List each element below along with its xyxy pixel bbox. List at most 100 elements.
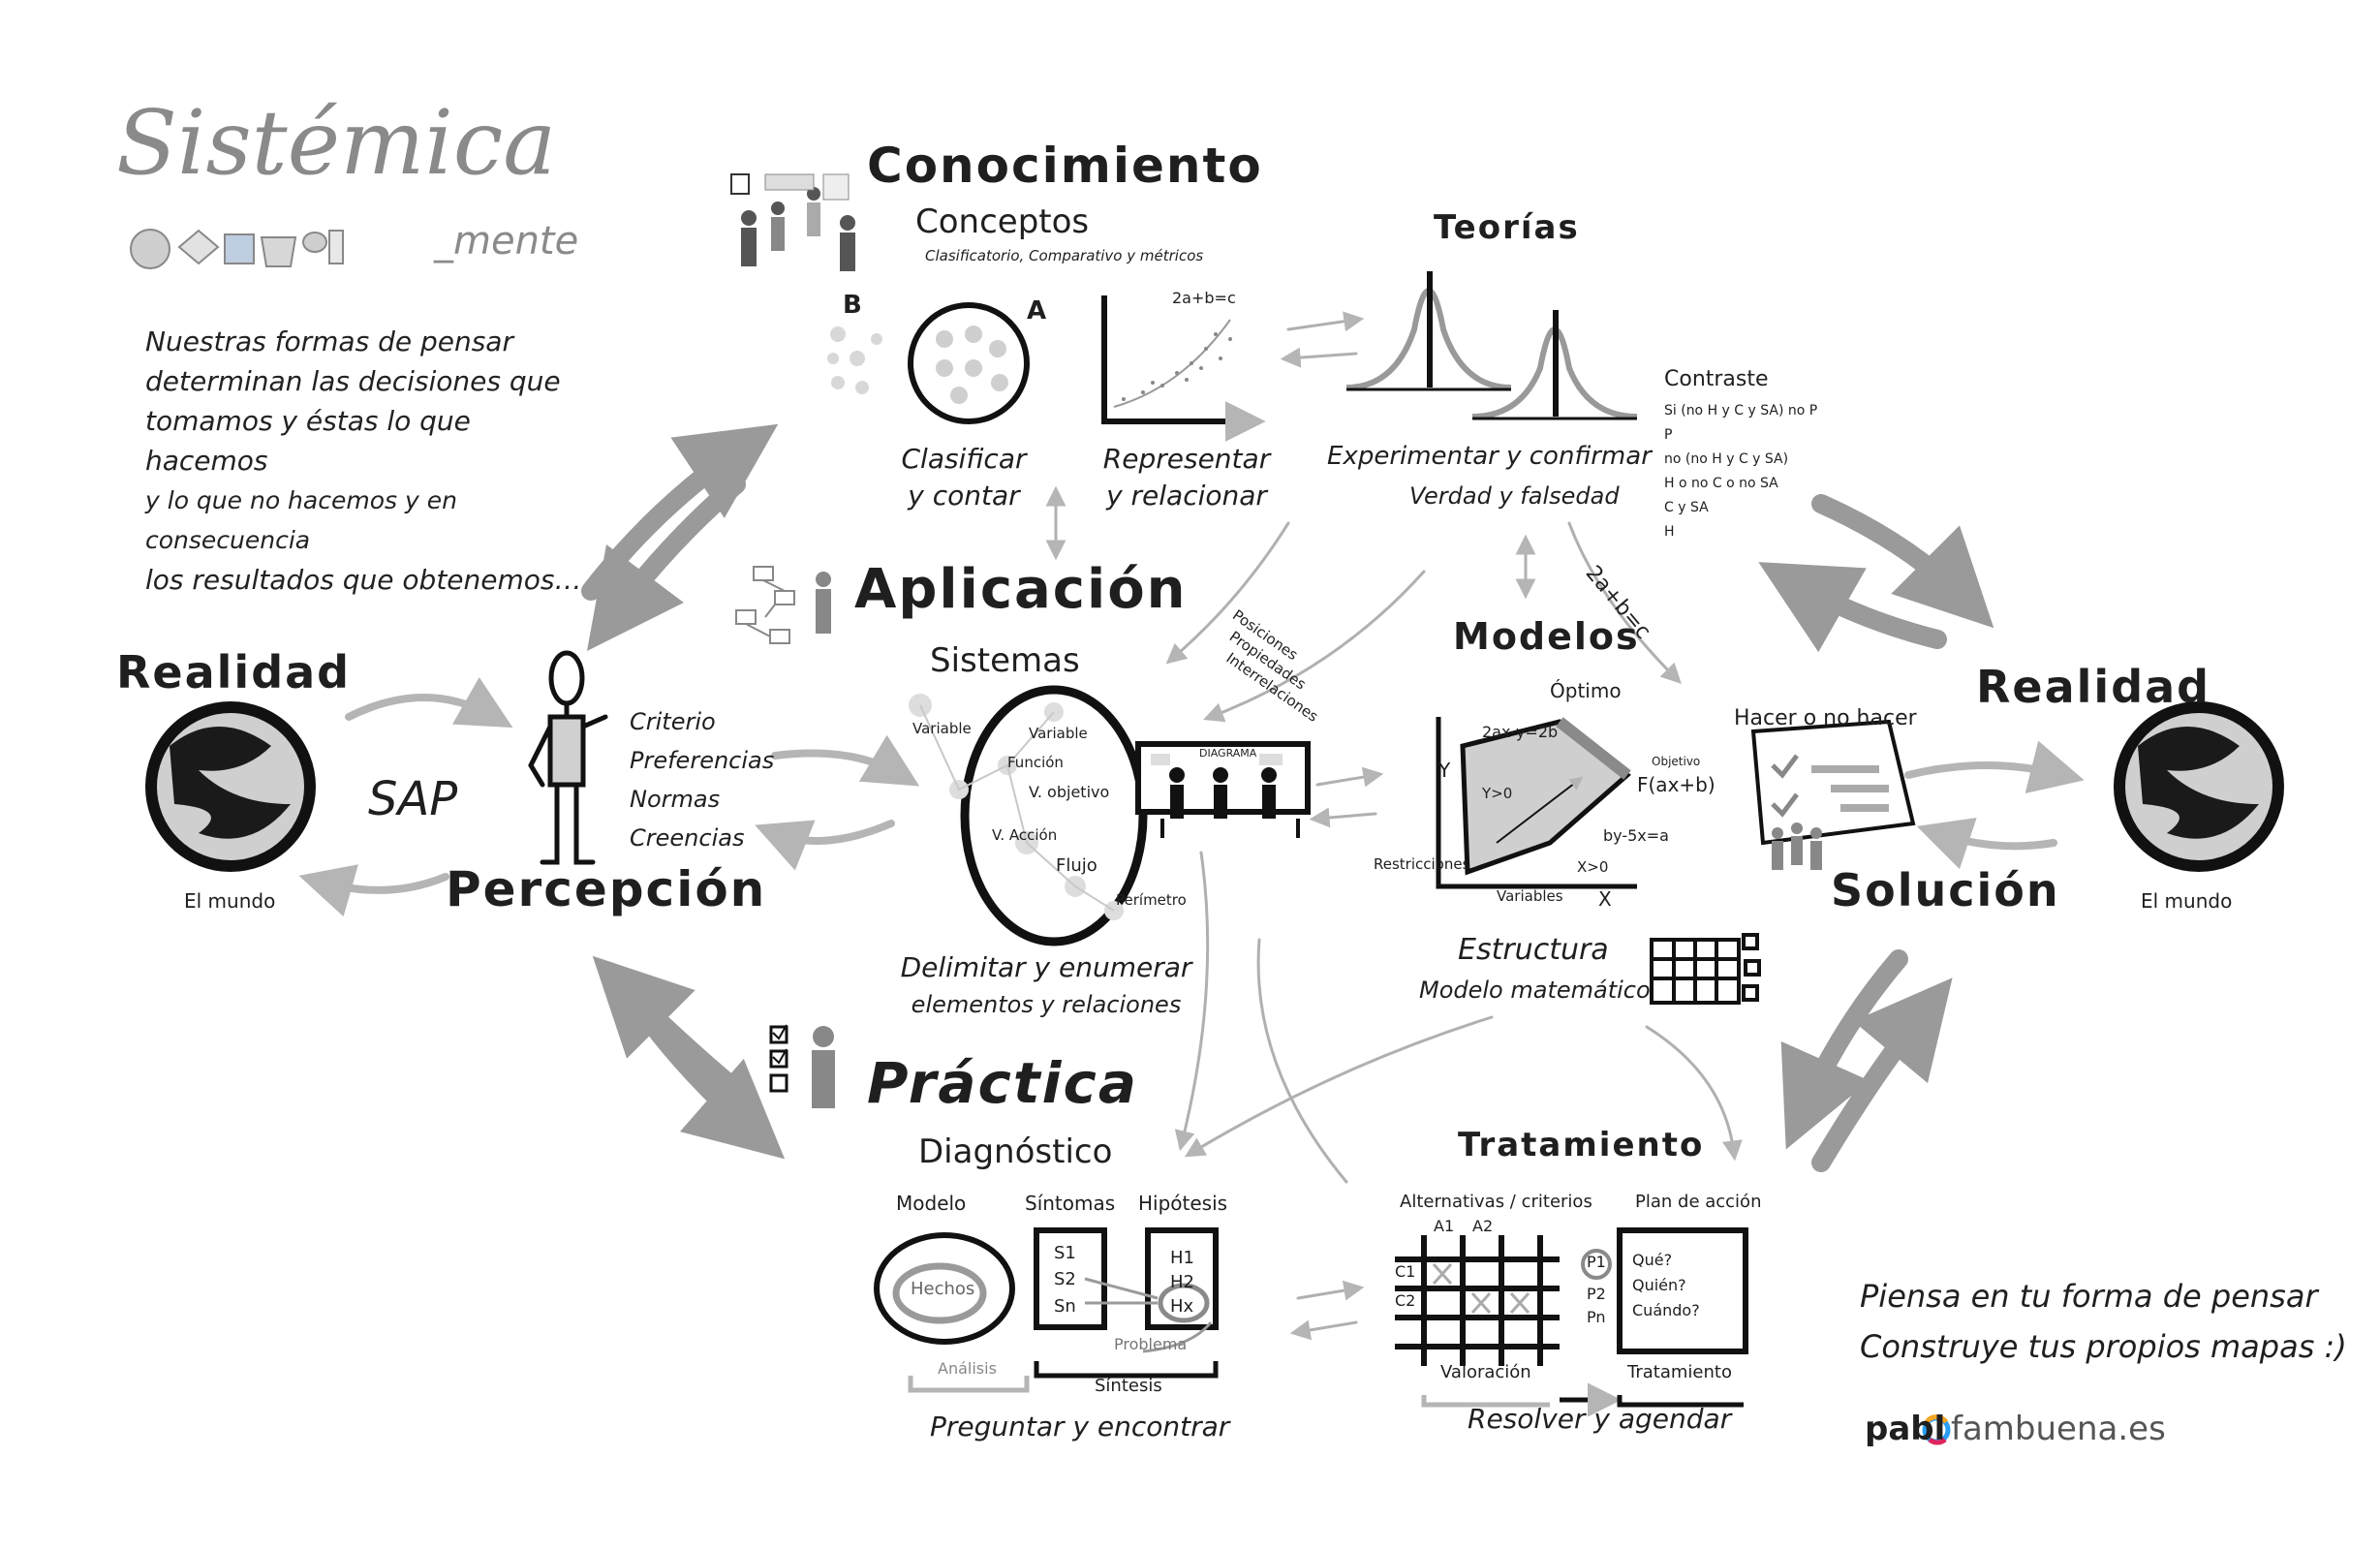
action-plan-item: Cuándo?	[1632, 1301, 1700, 1319]
x-constraint: X>0	[1577, 858, 1609, 876]
y-constraint: Y>0	[1482, 785, 1513, 802]
title-sub: _mente	[434, 219, 579, 264]
set-a-label: A	[1027, 296, 1047, 326]
left-reality-caption: El mundo	[184, 889, 276, 913]
classify-line: Clasificar	[901, 443, 1027, 475]
problem-label: Problema	[1114, 1335, 1188, 1353]
treatment-caption: Resolver y agendar	[1468, 1403, 1732, 1435]
set-b-label: B	[843, 291, 862, 320]
action-plan-title: Plan de acción	[1635, 1192, 1762, 1212]
diagnosis-title: Diagnóstico	[918, 1132, 1113, 1171]
crit-2: C2	[1395, 1291, 1416, 1310]
system-label-flow: Flujo	[1056, 855, 1097, 876]
arrow-contrast-to-solution	[1811, 494, 1994, 629]
perception-item: Preferencias	[630, 747, 775, 774]
treatment-title: Tratamiento	[1458, 1126, 1705, 1164]
cycle-arrows	[581, 423, 1994, 1172]
intro-line: tomamos y éstas lo que hacemos	[145, 405, 471, 477]
sap-label: SAP	[368, 772, 458, 826]
symptom-1: S1	[1054, 1243, 1076, 1263]
application-title: Aplicación	[854, 558, 1188, 621]
arrow-models-to-treatment	[1645, 1025, 1743, 1162]
contrast-list: Si (no H y C y SA) no P P no (no H y C y…	[1664, 399, 1817, 544]
math-model-label: Modelo matemático	[1419, 977, 1651, 1004]
arrow-models-to-diagnosis	[1184, 1015, 1494, 1158]
arrow-solution-to-contrast	[1758, 562, 1947, 653]
system-label-function: Función	[1007, 754, 1064, 771]
treatment-diagram	[1395, 1227, 1748, 1417]
globe-left	[145, 701, 316, 872]
alt-criteria-label: Alternativas / criterios	[1400, 1192, 1592, 1212]
brand-ring-icon	[1922, 1414, 1951, 1445]
symptom-n: Sn	[1054, 1296, 1076, 1317]
flow-arrows	[298, 677, 2085, 917]
y-axis-label: Y	[1438, 759, 1451, 782]
arrow-board-models	[1315, 766, 1384, 788]
action-plan-list: Qué? Quién? Cuándo?	[1632, 1248, 1700, 1323]
title-main: Sistémica	[116, 91, 557, 195]
action-plan-item: Qué?	[1632, 1251, 1673, 1269]
perception-item: Criterio	[630, 708, 716, 735]
system-label-variable-1: Variable	[912, 720, 972, 737]
application-caption: Delimitar y enumerar elementos y relacio…	[891, 949, 1201, 1023]
system-label-perimeter: Perímetro	[1116, 891, 1187, 909]
arrow-perception-to-systems	[771, 734, 920, 787]
variables-label: Variables	[1497, 887, 1563, 905]
arrow-knowledge-to-systems	[1165, 521, 1290, 665]
intro-line: y lo que no hacemos y en consecuencia	[145, 486, 457, 554]
hypothesis-column-label: Hipótesis	[1138, 1192, 1228, 1215]
hypothesis-2: H2	[1170, 1272, 1194, 1292]
hypothesis-1: H1	[1170, 1248, 1194, 1268]
hypothesis-x: Hx	[1170, 1296, 1194, 1317]
board-label: DIAGRAMA	[1199, 747, 1257, 760]
meeting-board-icon	[1135, 741, 1311, 838]
right-reality-title: Realidad	[1976, 661, 2211, 713]
classify-line: y contar	[908, 480, 1020, 512]
arrow-cross-1	[1256, 938, 1348, 1184]
systems-title: Sistemas	[930, 641, 1080, 680]
perception-item: Normas	[630, 786, 721, 813]
arrow-right-reality-to-solution	[1916, 818, 2057, 870]
diagnosis-diagram	[874, 1227, 1219, 1393]
contrast-item: P	[1664, 427, 1673, 443]
thin-arrows	[1045, 311, 1743, 1341]
arrow-solution-to-right-reality	[1904, 740, 2085, 794]
scatter-icon	[1101, 295, 1266, 442]
restrictions-label: Restricciones	[1374, 855, 1470, 873]
represent-line: Representar	[1102, 443, 1271, 475]
practice-caption: Preguntar y encontrar	[930, 1411, 1230, 1442]
arrow-knowledge-to-perception	[586, 475, 746, 651]
structure-title: Estructura	[1458, 933, 1609, 967]
system-label-variable-2: Variable	[1029, 725, 1088, 742]
contrast-item: no (no H y C y SA)	[1664, 451, 1789, 467]
model-equation-1: 2ax-y=2b	[1482, 723, 1559, 741]
concepts-subtitle: Clasificatorio, Comparativo y métricos	[925, 247, 1204, 264]
arrow-perception-to-practice	[592, 955, 746, 1100]
contrast-item: H	[1664, 524, 1675, 540]
objective-function: F(ax+b)	[1637, 773, 1715, 796]
application-caption-line: elementos y relaciones	[911, 991, 1182, 1018]
truth-caption: Verdad y falsedad	[1409, 482, 1620, 510]
hacer-label: Hacer o no hacer	[1734, 706, 1917, 730]
model-column-label: Modelo	[896, 1192, 967, 1215]
contrast-title: Contraste	[1664, 367, 1769, 391]
alt-2: A2	[1472, 1217, 1494, 1235]
people-cluster-icon	[730, 173, 855, 271]
symptoms-column-label: Síntomas	[1025, 1192, 1116, 1215]
priority-1: P1	[1587, 1253, 1606, 1271]
arrow-represent-theories	[1286, 311, 1365, 332]
intro-line: los resultados que obtenemos…	[145, 564, 582, 596]
set-diagram	[827, 302, 1030, 424]
intro-line: determinan las decisiones que	[145, 365, 561, 397]
theories-title: Teorías	[1434, 208, 1580, 247]
right-reality-caption: El mundo	[2141, 889, 2233, 913]
arrow-theories-to-models	[1567, 521, 1682, 684]
arrow-diag-treat	[1296, 1280, 1365, 1301]
models-title: Modelos	[1453, 615, 1640, 658]
solution-gantt-icon	[1750, 719, 1916, 870]
priority-n: Pn	[1587, 1308, 1606, 1326]
analysis-label: Análisis	[938, 1359, 997, 1378]
arrow-theories-represent	[1280, 347, 1358, 368]
valuation-label: Valoración	[1440, 1362, 1531, 1382]
